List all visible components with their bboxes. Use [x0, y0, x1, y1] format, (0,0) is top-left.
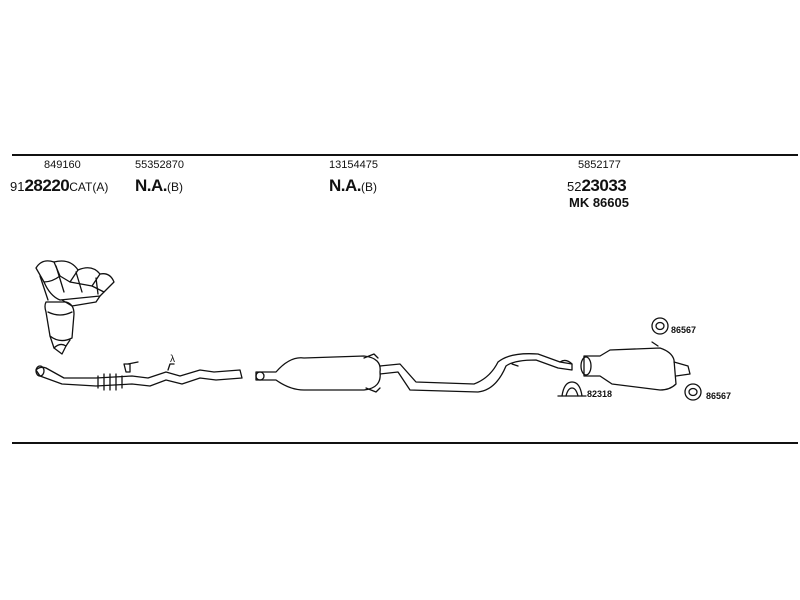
middle-silencer: [255, 353, 381, 393]
part-number-3: N.A.(B): [329, 177, 377, 194]
catalytic-converter: [44, 301, 75, 355]
part-code-2: 55352870: [135, 159, 184, 171]
exhaust-manifold: [35, 260, 115, 307]
top-rule: [12, 154, 798, 156]
hanger-bottom-part-number: 86567: [706, 391, 732, 401]
part-number-4-core: 23033: [581, 176, 627, 195]
part-code-3: 13154475: [329, 159, 378, 171]
part-number-1-core: 28220: [24, 176, 70, 195]
hanger-rubber-bottom-icon: [684, 383, 702, 401]
exhaust-clamp-icon: [557, 381, 587, 397]
part-number-2: N.A.(B): [135, 177, 183, 194]
part-number-1-suffix: CAT(A): [69, 180, 109, 194]
hanger-rubber-top-icon: [651, 317, 669, 335]
lambda-sensor-label: λ: [170, 354, 175, 365]
part-number-4: 5223033: [567, 176, 627, 195]
clamp-part-number: 82318: [587, 389, 613, 399]
part-number-4-prefix: 52: [567, 179, 582, 194]
part-number-3-core: N.A.: [329, 176, 362, 195]
part-number-2-suffix: (B): [167, 180, 183, 194]
part-code-4: 5852177: [578, 159, 621, 171]
front-pipe: [35, 361, 243, 391]
part-number-1-prefix: 91: [10, 179, 25, 194]
rear-silencer: [580, 341, 691, 391]
part-number-3-suffix: (B): [361, 180, 377, 194]
bottom-rule: [12, 442, 798, 444]
part-number-4-mk: MK 86605: [569, 195, 629, 210]
part-number-2-core: N.A.: [135, 176, 168, 195]
part-number-1: 9128220CAT(A): [10, 177, 108, 194]
hanger-top-part-number: 86567: [671, 325, 697, 335]
part-code-1: 849160: [44, 159, 81, 171]
intermediate-pipe: [379, 353, 573, 393]
